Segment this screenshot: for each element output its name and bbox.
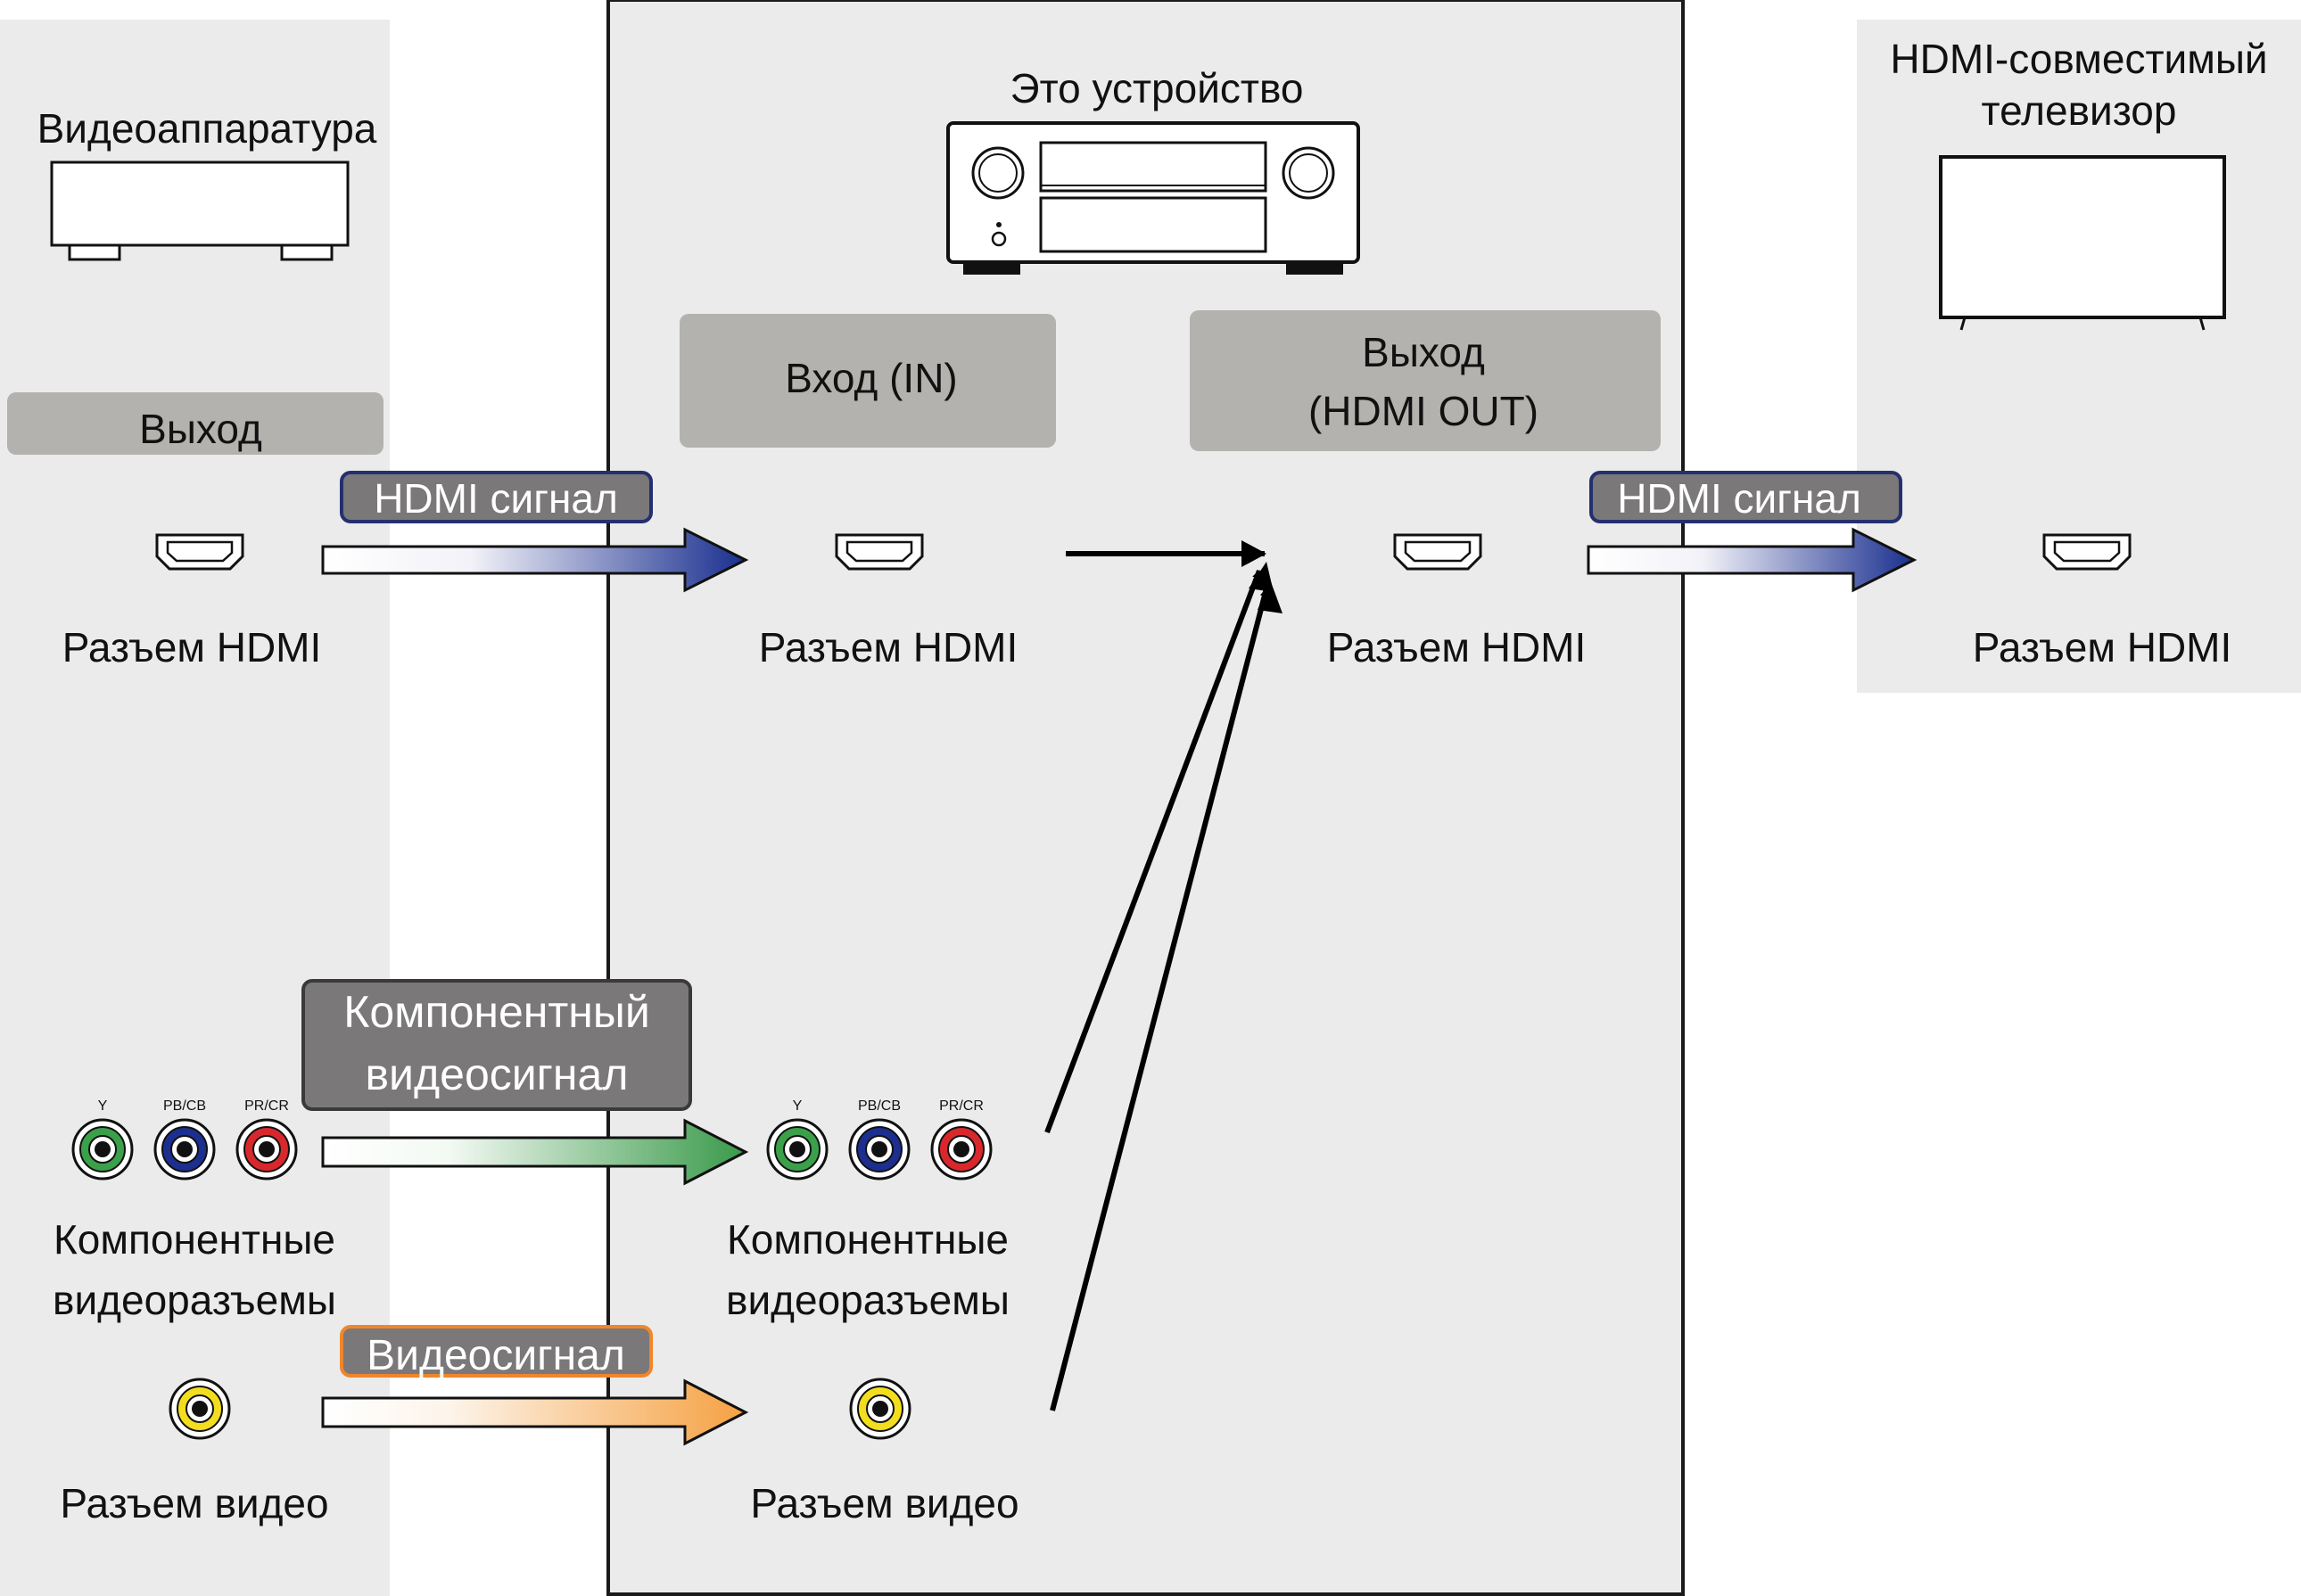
source-video-jack — [169, 1378, 231, 1440]
source-component-jacks: Y PB/CB PR/CR — [71, 1098, 298, 1181]
source-hdmi-connector-label: Разъем HDMI — [62, 624, 322, 670]
device-video-connector-label: Разъем видео — [750, 1480, 1019, 1526]
source-title: Видеоаппаратура — [37, 105, 377, 152]
internal-hdmi-arrowhead — [1241, 540, 1266, 567]
device-hdmi-in-port-icon — [835, 533, 924, 571]
jack-label-pr: PR/CR — [244, 1098, 289, 1114]
component-signal-tag — [301, 979, 692, 1111]
device-input-label: Вход (IN) — [785, 355, 957, 401]
hdmi-in-signal-arrow — [321, 527, 749, 593]
source-video-connector-label: Разъем видео — [60, 1480, 328, 1526]
internal-video-arrow — [1050, 588, 1269, 1411]
hdmi-out-signal-label: HDMI сигнал — [1617, 475, 1861, 522]
video-signal-label: Видеосигнал — [367, 1332, 625, 1379]
hdmi-in-signal-label: HDMI сигнал — [374, 475, 618, 522]
video-signal-tag — [340, 1325, 653, 1378]
device-panel — [606, 0, 1685, 1596]
device-component-label-line1: Компонентные — [727, 1216, 1009, 1263]
component-signal-arrow — [321, 1118, 749, 1186]
tv-hdmi-connector-label: Разъем HDMI — [1973, 624, 2232, 670]
hdmi-out-signal-arrow — [1587, 527, 1918, 593]
tv-panel — [1857, 20, 2301, 693]
internal-component-arrow — [1044, 569, 1262, 1134]
device-hdmi-in-label: Разъем HDMI — [759, 624, 1019, 670]
jack-label-pr: PR/CR — [939, 1098, 984, 1114]
source-panel — [0, 20, 390, 1596]
component-signal-label-line1: Компонентный — [343, 987, 650, 1037]
source-device-icon — [50, 160, 350, 261]
device-hdmi-out-port-icon — [1393, 533, 1482, 571]
device-input-box — [680, 314, 1056, 448]
device-video-jack — [849, 1378, 911, 1440]
tv-title-line2: телевизор — [1982, 87, 2177, 134]
jack-label-pb: PB/CB — [858, 1098, 901, 1114]
device-output-label-line1: Выход — [1362, 329, 1485, 375]
source-hdmi-port-icon — [155, 533, 244, 571]
source-component-label-line1: Компонентные — [54, 1216, 335, 1263]
internal-component-arrowhead — [1249, 562, 1274, 592]
source-output-box — [7, 392, 384, 455]
hdmi-in-signal-tag — [340, 471, 653, 523]
tv-icon — [1939, 155, 2226, 331]
device-output-label-line2: (HDMI OUT) — [1308, 388, 1538, 434]
jack-label-pb: PB/CB — [163, 1098, 206, 1114]
tv-hdmi-port-icon — [2042, 533, 2132, 571]
video-signal-arrow — [321, 1378, 749, 1446]
source-component-label-line2: видеоразъемы — [53, 1277, 336, 1323]
source-output-label: Выход — [139, 406, 262, 452]
device-output-box — [1190, 310, 1661, 451]
device-component-jacks: Y PB/CB PR/CR — [766, 1098, 993, 1181]
jack-label-y: Y — [98, 1098, 108, 1114]
device-title: Это устройство — [1010, 65, 1304, 111]
tv-title-line1: HDMI-совместимый — [1890, 36, 2267, 82]
hdmi-out-signal-tag — [1589, 471, 1902, 523]
jack-label-y: Y — [793, 1098, 803, 1114]
av-receiver-icon — [946, 121, 1360, 275]
internal-video-arrowhead — [1258, 580, 1282, 613]
device-hdmi-out-label: Разъем HDMI — [1327, 624, 1587, 670]
component-signal-label-line2: видеосигнал — [365, 1049, 628, 1099]
device-component-label-line2: видеоразъемы — [726, 1277, 1010, 1323]
